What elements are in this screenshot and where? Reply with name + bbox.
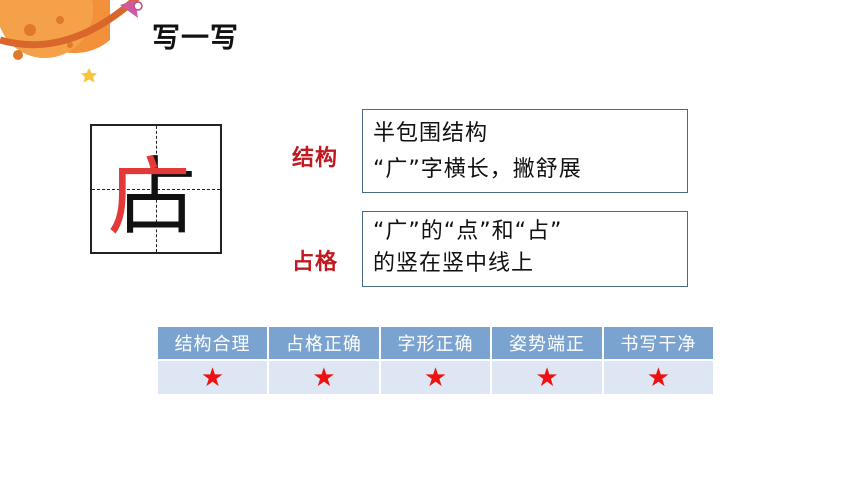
evaluation-table: 结构合理 占格正确 字形正确 姿势端正 书写干净 ★ ★ ★ ★ ★: [158, 327, 713, 394]
table-header-cell: 结构合理: [158, 327, 270, 360]
table-header-cell: 姿势端正: [491, 327, 604, 360]
table-header-cell: 字形正确: [379, 327, 493, 360]
star-icon[interactable]: ★: [602, 359, 713, 394]
grid-note-line2: 的竖在竖中线上: [373, 251, 535, 276]
structure-label: 结构: [292, 146, 339, 171]
table-header-cell: 书写干净: [602, 327, 713, 360]
star-icon[interactable]: ★: [379, 359, 493, 394]
star-icon[interactable]: ★: [158, 359, 270, 394]
character-grid-box: 占 广: [90, 124, 222, 254]
character-glyph-black: 占: [114, 148, 198, 246]
structure-note-line2: “广”字横长，撇舒展: [373, 157, 582, 182]
table-header-row: 结构合理 占格正确 字形正确 姿势端正 书写干净: [158, 327, 713, 360]
page-title: 写一写: [152, 21, 240, 54]
grid-note-line1: “广”的“点”和“占”: [373, 219, 563, 244]
structure-note-line1: 半包围结构: [373, 121, 489, 146]
grid-label: 占格: [292, 250, 339, 275]
star-icon[interactable]: ★: [491, 359, 604, 394]
table-header-cell: 占格正确: [268, 327, 381, 360]
planet-decoration-icon: [0, 0, 143, 83]
character-glyph: 占 广: [107, 148, 198, 246]
grid-note-box: “广”的“点”和“占” 的竖在竖中线上: [362, 211, 688, 287]
vertical-center-line: [156, 126, 157, 252]
table-row: ★ ★ ★ ★ ★: [158, 359, 713, 394]
character-glyph-red-radical: 广: [107, 148, 191, 246]
star-icon[interactable]: ★: [268, 359, 381, 394]
structure-note-box: 半包围结构 “广”字横长，撇舒展: [362, 109, 688, 193]
